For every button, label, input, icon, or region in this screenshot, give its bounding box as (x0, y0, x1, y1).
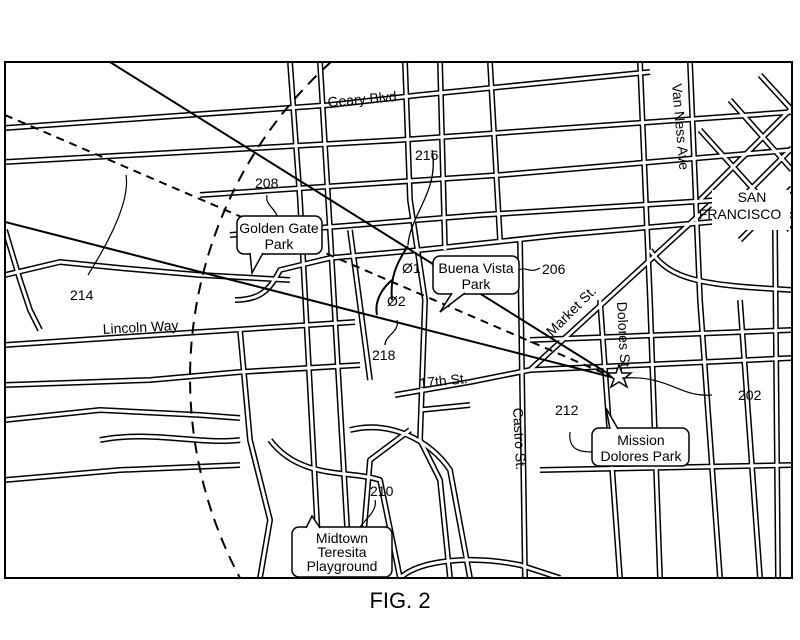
street-lincoln: Lincoln Way (102, 317, 178, 337)
svg-text:Park: Park (462, 276, 492, 292)
ref-206: 206 (542, 261, 566, 277)
reference-leaders (87, 174, 713, 528)
angle-arc-3 (375, 279, 393, 316)
road-24 (738, 299, 762, 578)
street-geary: Geary Blvd (327, 88, 397, 110)
svg-text:Buena Vista: Buena Vista (438, 260, 513, 276)
road-36 (268, 439, 402, 578)
road-13 (539, 463, 792, 472)
callout-golden-gate-park: Golden Gate Park (236, 215, 323, 276)
road-28 (698, 106, 792, 202)
road-11 (419, 403, 471, 412)
road-9 (394, 356, 792, 397)
road-10 (529, 328, 792, 342)
svg-text:Midtown: Midtown (316, 530, 368, 546)
city-label-2: FRANCISCO (699, 206, 782, 222)
ref-210: 210 (370, 483, 394, 499)
angle-arc-1 (407, 149, 434, 246)
road-0 (5, 70, 651, 130)
range-arc (189, 62, 332, 578)
road-40 (234, 256, 331, 302)
road-6 (5, 320, 356, 347)
svg-text:Dolores Park: Dolores Park (601, 448, 683, 464)
svg-text:Teresita: Teresita (317, 544, 366, 560)
road-7 (5, 363, 361, 387)
road-18 (438, 62, 447, 251)
callout-buena-vista-park: Buena Vista Park (432, 255, 520, 313)
street-castro: Castro St. (510, 407, 529, 470)
road-4 (329, 213, 792, 260)
road-8 (5, 408, 241, 422)
road-20 (518, 239, 527, 578)
figure-caption: FIG. 2 (369, 588, 431, 613)
angle-arc-2 (390, 245, 409, 301)
road-27 (648, 249, 792, 292)
callout-midtown-teresita-playground: Midtown Teresita Playground (291, 514, 393, 578)
road-35 (238, 329, 272, 578)
ref-214: 214 (70, 287, 94, 303)
road-17 (403, 62, 452, 578)
road-14 (288, 62, 322, 578)
road-16 (348, 229, 372, 381)
road-22 (638, 62, 662, 578)
road-19 (488, 62, 502, 241)
road-5 (5, 260, 291, 282)
city-label-1: SAN (738, 189, 767, 205)
svg-text:Playground: Playground (307, 558, 378, 574)
road-37 (349, 425, 472, 578)
road-1 (5, 110, 792, 164)
road-32 (728, 99, 792, 171)
road-38 (99, 434, 241, 443)
street-17th: 17th St. (419, 370, 469, 391)
bearing-line-dashed (5, 114, 616, 379)
ref-218: 218 (372, 347, 396, 363)
bearing-line-2 (5, 221, 616, 379)
angle-phi1: Ø1 (402, 260, 421, 276)
callout-mission-dolores-park: Mission Dolores Park (591, 407, 690, 467)
road-33 (758, 73, 792, 112)
svg-text:Park: Park (265, 236, 295, 252)
ref-208: 208 (255, 175, 279, 191)
ref-202: 202 (738, 387, 762, 403)
street-van-ness: Van Ness Ave (669, 83, 693, 171)
road-34 (5, 229, 42, 331)
angle-phi2: Ø2 (387, 293, 406, 309)
road-15 (318, 62, 352, 578)
map-frame (4, 61, 793, 579)
svg-text:Mission: Mission (617, 432, 664, 448)
ref-212: 212 (555, 402, 579, 418)
road-39 (398, 558, 561, 578)
bearing-line-1 (109, 62, 616, 379)
ref-216: 216 (415, 147, 439, 163)
street-dolores: Dolores St. (614, 301, 634, 371)
road-23 (688, 62, 722, 578)
star-location-icon (604, 362, 634, 389)
svg-text:Golden Gate: Golden Gate (239, 220, 319, 236)
